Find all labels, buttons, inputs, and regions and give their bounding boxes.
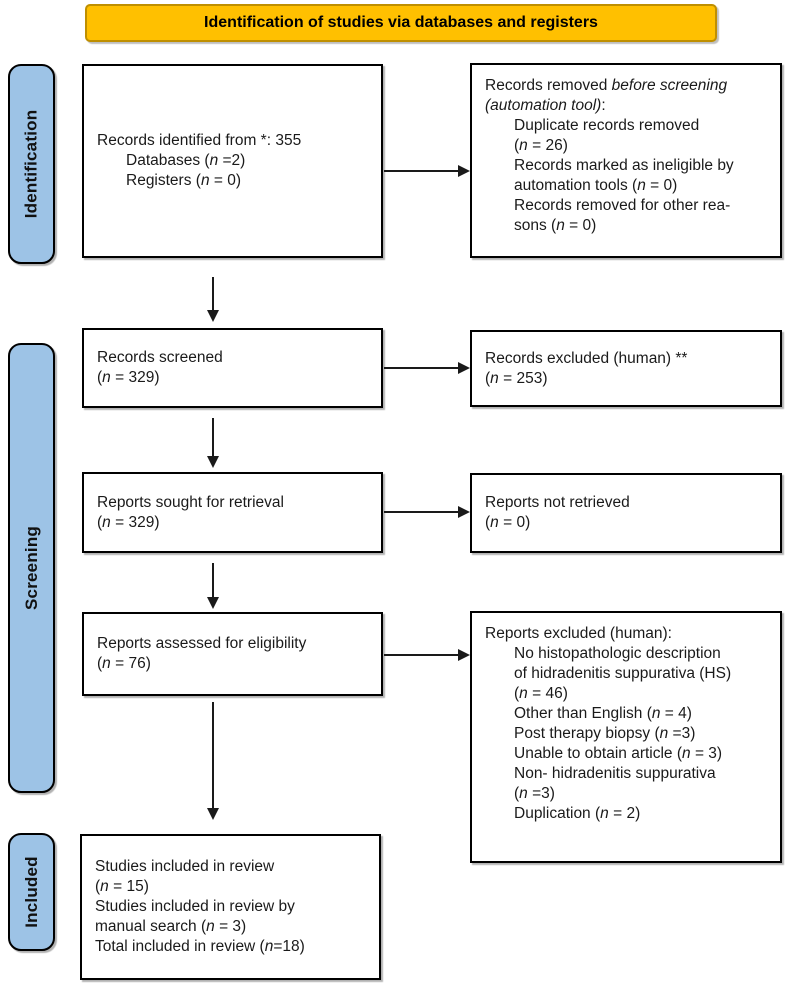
diagram-title: Identification of studies via databases … (204, 14, 598, 31)
box-records-excluded: Records excluded (human) ** (n = 253) (470, 330, 782, 407)
box-reports-assessed: Reports assessed for eligibility (n = 76) (82, 612, 383, 696)
box-text-line: Records marked as ineligible by (514, 157, 734, 174)
box-records-removed-before-screening: Records removed before screening (automat… (470, 63, 782, 258)
arrow-identified-to-removed (384, 165, 470, 177)
box-text-line: manual search (n = 3) (95, 918, 247, 935)
box-text-line: sons (n = 0) (514, 217, 597, 234)
box-text-line: Reports excluded (human): (485, 625, 672, 642)
box-records-screened: Records screened (n = 329) (82, 328, 383, 408)
box-text-line: Studies included in review by (95, 898, 295, 915)
box-text-line: (n = 329) (97, 513, 160, 531)
box-text-line: Databases (n =2) (126, 152, 246, 169)
box-text-line: Studies included in review (95, 858, 275, 875)
box-text-line: of hidradenitis suppurativa (HS) (514, 665, 732, 682)
box-text-line: (n = 253) (485, 369, 548, 387)
box-text-line: Total included in review (n=18) (95, 938, 305, 955)
arrow-sought-to-assessed (207, 563, 219, 609)
stage-bar-identification: Identification (8, 64, 55, 264)
box-text-line: Records excluded (human) ** (485, 349, 688, 367)
arrow-assessed-to-included (207, 702, 219, 820)
stage-label-identification: Identification (21, 109, 41, 219)
stage-label-included: Included (21, 856, 41, 928)
box-text-line: (n = 0) (485, 514, 531, 531)
box-studies-included: Studies included in review (n = 15) Studie… (80, 834, 381, 980)
arrow-assessed-to-excluded (384, 649, 470, 661)
box-text-line: Other than English (n = 4) (514, 705, 692, 722)
box-reports-not-retrieved: Reports not retrieved (n = 0) (470, 473, 782, 553)
box-text-line: (n = 15) (95, 878, 149, 895)
box-reports-sought: Reports sought for retrieval (n = 329) (82, 472, 383, 553)
diagram-title-banner: Identification of studies via databases … (85, 4, 717, 42)
box-text-line: Unable to obtain article (n = 3) (514, 745, 723, 762)
stage-bar-screening: Screening (8, 343, 55, 793)
box-text-line: Duplicate records removed (514, 117, 700, 134)
arrow-screened-to-sought (207, 418, 219, 468)
box-text-line: (n = 46) (514, 685, 568, 702)
box-text-line: (n =3) (514, 785, 555, 802)
box-text-line: Records removed for other rea- (514, 197, 731, 214)
box-text-line: Duplication (n = 2) (514, 805, 641, 822)
box-text-line: automation tools (n = 0) (514, 177, 678, 194)
box-text-line: Reports not retrieved (485, 494, 630, 511)
box-text-line: Non- hidradenitis suppurativa (514, 765, 716, 782)
box-text-line: Post therapy biopsy (n =3) (514, 725, 696, 742)
box-text-line: (automation tool): (485, 97, 606, 114)
box-text-line: (n = 26) (514, 137, 568, 154)
box-text-line: Records identified from *: 355 (97, 132, 302, 149)
box-reports-excluded: Reports excluded (human): No histopatholo… (470, 611, 782, 863)
box-text-line: Records screened (97, 349, 223, 366)
box-text-line: Registers (n = 0) (126, 172, 242, 189)
stage-bar-included: Included (8, 833, 55, 951)
arrow-screened-to-excluded (384, 362, 470, 374)
arrow-identified-to-screened (207, 277, 219, 322)
arrow-sought-to-not-retrieved (384, 506, 470, 518)
box-text-line: No histopathologic description (514, 645, 721, 662)
box-text-line: Records removed before screening (485, 77, 728, 94)
box-text-line: (n = 76) (97, 655, 151, 672)
box-text-line: Reports assessed for eligibility (97, 635, 307, 652)
stage-label-screening: Screening (21, 526, 41, 610)
box-text-line: (n = 329) (97, 369, 160, 386)
box-text-line: Reports sought for retrieval (97, 493, 284, 511)
